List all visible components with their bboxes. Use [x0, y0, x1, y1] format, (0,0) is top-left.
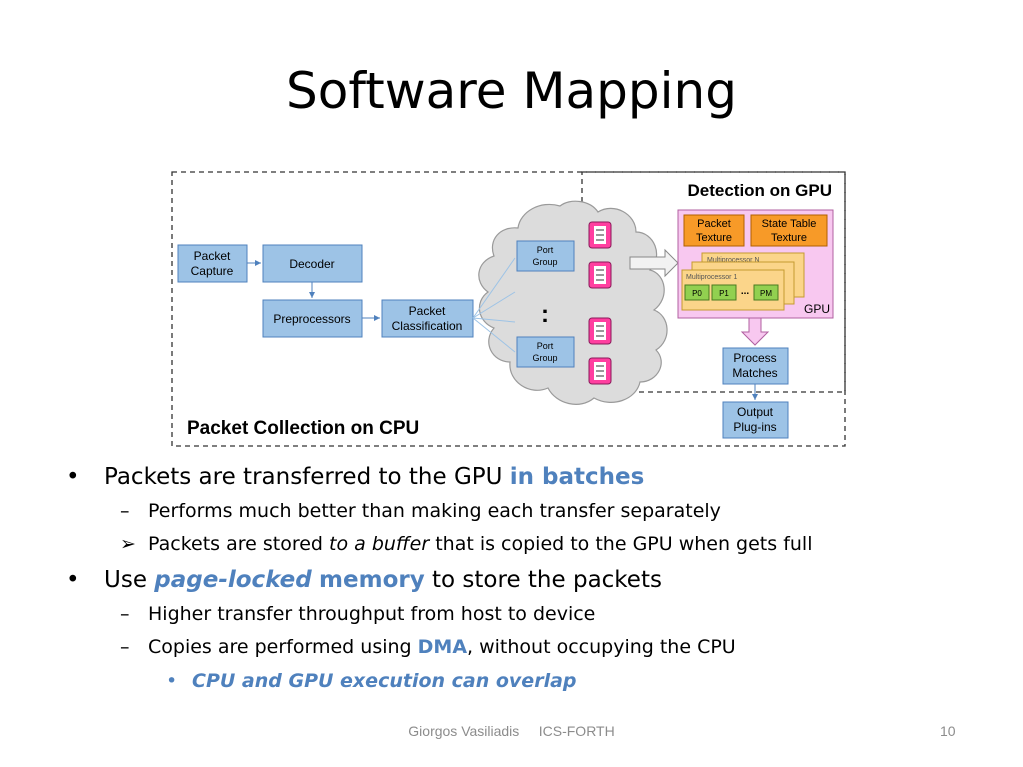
sub-bullet-performance: – Performs much better than making each …: [62, 495, 962, 528]
page-number: 10: [940, 723, 956, 739]
packet-classification-line-2: Classification: [392, 319, 463, 333]
dash-marker: –: [120, 500, 130, 522]
gpu-to-process-arrow: [740, 317, 770, 346]
port-group-bottom: Port Group: [516, 336, 575, 368]
state-table-texture-box: [750, 214, 828, 247]
p1-label: P1: [719, 289, 729, 298]
sub-bullet-dma-pre: Copies are performed using: [148, 636, 418, 658]
process-matches-line-2: Matches: [732, 366, 777, 380]
gpu-box: Packet Texture State Table Texture Multi…: [677, 209, 834, 319]
state-table-texture-line-1: State Table: [762, 218, 817, 230]
dash-marker: –: [120, 603, 130, 625]
slide-title: Software Mapping: [286, 62, 737, 120]
sub-bullet-dma: – Copies are performed using DMA, withou…: [62, 631, 962, 664]
buffer-icon: [588, 221, 612, 249]
packet-capture-line-2: Capture: [191, 264, 234, 278]
bullet-list: • Packets are transferred to the GPU in …: [62, 458, 962, 698]
port-group-top: Port Group: [516, 240, 575, 272]
buffer-icon: [588, 317, 612, 345]
multiprocessor-n-label: Multiprocessor N: [707, 257, 760, 264]
port-group-bottom-line-2: Group: [532, 353, 557, 363]
bullet-marker: •: [66, 567, 80, 593]
p0-label: P0: [692, 289, 702, 298]
sub-bullet-dma-emphasis: DMA: [417, 636, 468, 658]
bullet-page-locked-post: to store the packets: [424, 567, 662, 593]
process-matches-box: Process Matches: [722, 347, 789, 385]
bullet-marker: •: [66, 464, 80, 490]
transfer-arrow: [629, 248, 679, 278]
slide-footer: Giorgos Vasiliadis ICS-FORTH: [0, 723, 1023, 739]
gpu-region-label: Detection on GPU: [687, 181, 832, 200]
decoder-label: Decoder: [289, 257, 334, 271]
arrow-marker: ➢: [120, 533, 136, 555]
processor-ellipsis: ...: [741, 286, 750, 297]
sub-bullet-throughput-text: Higher transfer throughput from host to …: [148, 603, 596, 625]
preprocessors-label: Preprocessors: [273, 312, 350, 326]
sub-bullet-performance-text: Performs much better than making each tr…: [148, 500, 721, 522]
output-plugins-line-2: Plug-ins: [733, 420, 776, 434]
port-group-bottom-line-1: Port: [537, 341, 554, 351]
sub-bullet-buffer-emphasis: to a buffer: [329, 533, 430, 555]
multiprocessor-1-label: Multiprocessor 1: [686, 274, 737, 281]
dash-marker: –: [120, 636, 130, 658]
packet-classification-box: Packet Classification: [381, 299, 474, 338]
decoder-box: Decoder: [262, 244, 363, 283]
gpu-label: GPU: [804, 302, 830, 316]
packet-capture-box: Packet Capture: [177, 244, 248, 283]
bullet-marker: •: [166, 670, 178, 692]
bullet-page-locked-pre: Use: [104, 567, 155, 593]
state-table-texture-line-2: Texture: [771, 232, 807, 244]
footer-author: Giorgos Vasiliadis: [408, 723, 520, 739]
pm-label: PM: [760, 289, 772, 298]
packet-capture-line-1: Packet: [194, 249, 231, 263]
sub-bullet-throughput: – Higher transfer throughput from host t…: [62, 598, 962, 631]
bullet-batches: • Packets are transferred to the GPU in …: [62, 460, 962, 495]
cpu-region-label: Packet Collection on CPU: [187, 418, 419, 439]
port-group-top-line-1: Port: [537, 245, 554, 255]
port-group-top-line-2: Group: [532, 257, 557, 267]
port-group-dots: :: [541, 301, 549, 328]
packet-texture-box: [683, 214, 745, 247]
sub-bullet-buffer: ➢ Packets are stored to a buffer that is…: [62, 528, 962, 561]
output-plugins-line-1: Output: [737, 405, 774, 419]
buffer-icon: [588, 261, 612, 289]
preprocessors-box: Preprocessors: [262, 299, 363, 338]
network-cloud: [478, 200, 668, 405]
bullet-memory-emphasis: memory: [319, 567, 425, 593]
process-matches-line-1: Process: [733, 351, 776, 365]
sub-bullet-buffer-pre: Packets are stored: [148, 533, 330, 555]
packet-classification-line-1: Packet: [409, 304, 446, 318]
sub-bullet-buffer-post: that is copied to the GPU when gets full: [429, 533, 813, 555]
processor-pm: [753, 284, 779, 301]
processor-p0: [684, 284, 710, 301]
bullet-page-locked-emphasis: page-locked: [154, 567, 312, 593]
packet-texture-line-1: Packet: [697, 218, 731, 230]
sub-sub-bullet-overlap: • CPU and GPU execution can overlap: [62, 664, 962, 698]
footer-affiliation: ICS-FORTH: [538, 723, 615, 739]
bullet-page-locked: • Use page-locked memory to store the pa…: [62, 563, 962, 598]
bullet-batches-emphasis: in batches: [509, 464, 645, 490]
processor-p1: [711, 284, 737, 301]
sub-bullet-dma-post: , without occupying the CPU: [467, 636, 736, 658]
bullet-batches-text: Packets are transferred to the GPU: [104, 464, 510, 490]
output-plugins-box: Output Plug-ins: [722, 401, 789, 439]
buffer-icons: [588, 221, 612, 385]
packet-texture-line-2: Texture: [696, 232, 732, 244]
classification-fanout: [472, 257, 516, 353]
buffer-icon: [588, 357, 612, 385]
sub-sub-bullet-overlap-text: CPU and GPU execution can overlap: [192, 670, 577, 692]
